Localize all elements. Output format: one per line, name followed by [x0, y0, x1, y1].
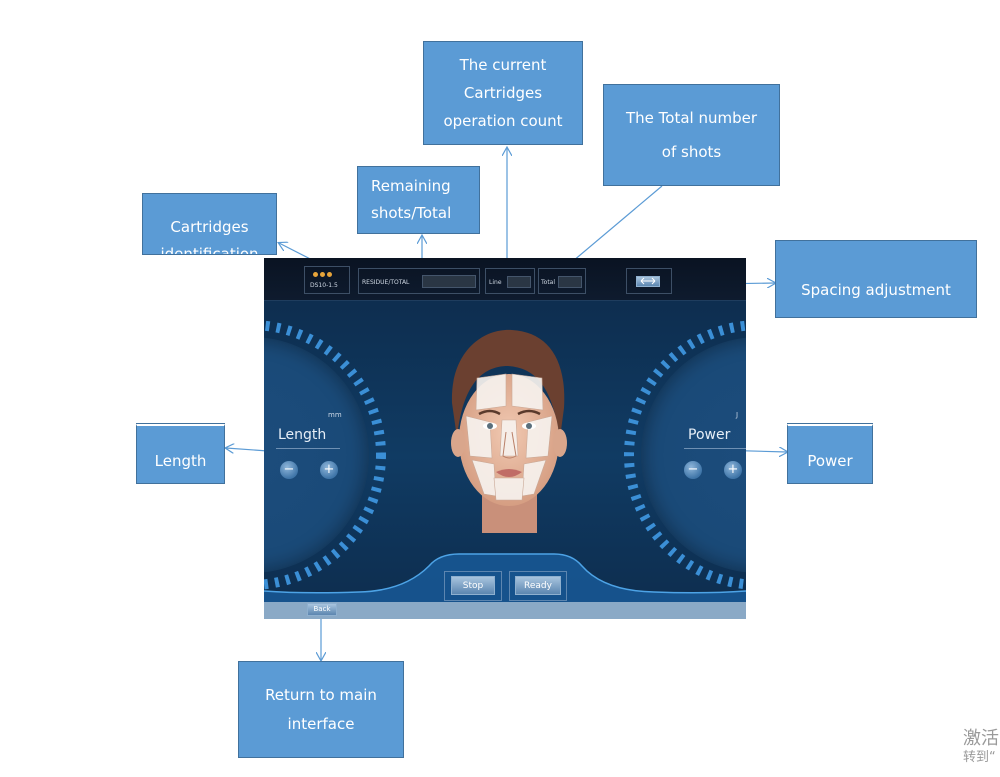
- callout-total-shots: The Total number of shots: [603, 84, 780, 186]
- callout-text: Remaining: [371, 177, 451, 195]
- corner-text-line1: 激活: [963, 728, 999, 749]
- power-underline: [684, 448, 746, 449]
- bottom-control-panel: Stop Ready Back: [264, 546, 746, 619]
- callout-text: Return to main: [265, 685, 377, 704]
- callout-spacing: Spacing adjustment: [775, 240, 977, 318]
- callout-power: Power: [787, 424, 873, 484]
- total-label: Total: [541, 279, 556, 286]
- callout-text: Power: [807, 451, 853, 470]
- callout-text: The current: [459, 56, 547, 74]
- callout-text: shots/Total: [371, 204, 452, 222]
- ready-button-frame: [509, 571, 567, 601]
- cartridge-code: DS10-1.5: [310, 282, 338, 289]
- callout-text: Cartridges: [463, 84, 543, 102]
- callout-text: operation count: [443, 112, 563, 130]
- length-dial-ticks: [264, 320, 386, 590]
- length-label: Length: [278, 427, 327, 443]
- total-panel: [538, 268, 586, 294]
- power-minus-button[interactable]: −: [684, 461, 702, 479]
- indicator-dot: [320, 272, 325, 277]
- device-screen: DS10-1.5 RESIDUE/TOTAL Line Total mm Len…: [264, 258, 746, 619]
- callout-length: Length: [136, 424, 225, 484]
- residue-field: [422, 275, 476, 288]
- line-field: [507, 276, 531, 288]
- callout-return: Return to main interface: [238, 661, 404, 758]
- callout-text: The Total number: [625, 109, 757, 127]
- bottom-panel-frame: [264, 553, 746, 619]
- power-unit: J: [736, 411, 739, 419]
- spacing-icon: [640, 277, 656, 285]
- indicator-dot: [313, 272, 318, 277]
- indicator-dot: [327, 272, 332, 277]
- cartridge-id-panel[interactable]: [304, 266, 350, 294]
- power-dial-ticks: [624, 320, 746, 590]
- total-field: [558, 276, 582, 288]
- residue-label: RESIDUE/TOTAL: [362, 279, 410, 286]
- length-plus-button[interactable]: +: [320, 461, 338, 479]
- corner-text-line2: 转到“: [963, 750, 996, 765]
- stop-button-frame: [444, 571, 502, 601]
- line-panel: [485, 268, 535, 294]
- callout-text: Spacing adjustment: [801, 281, 951, 299]
- power-label: Power: [688, 427, 731, 443]
- callout-cartridge-id: Cartridges identification: [142, 193, 277, 255]
- residue-panel: [358, 268, 480, 294]
- callout-remaining: Remaining shots/Total: [357, 166, 480, 234]
- callout-cartridge-count: The current Cartridges operation count: [423, 41, 583, 145]
- callout-text: Cartridges: [170, 218, 249, 236]
- stop-button[interactable]: Stop: [451, 576, 495, 595]
- callout-text: Length: [154, 451, 207, 470]
- power-plus-button[interactable]: +: [724, 461, 742, 479]
- length-unit: mm: [328, 411, 342, 419]
- face-image: [451, 329, 567, 533]
- ready-button[interactable]: Ready: [515, 576, 561, 595]
- spacing-panel: [626, 268, 672, 294]
- callout-text: interface: [287, 714, 355, 733]
- length-underline: [276, 448, 340, 449]
- back-button[interactable]: Back: [307, 603, 337, 616]
- corner-activation-text: 激活 转到“: [963, 728, 999, 766]
- face-treatment-map[interactable]: [432, 328, 582, 533]
- line-label: Line: [489, 279, 502, 286]
- length-minus-button[interactable]: −: [280, 461, 298, 479]
- callout-text: identification: [160, 245, 259, 255]
- callout-text: of shots: [661, 143, 722, 161]
- top-status-bar: DS10-1.5 RESIDUE/TOTAL Line Total: [264, 258, 746, 301]
- spacing-adjust-button[interactable]: [636, 276, 660, 287]
